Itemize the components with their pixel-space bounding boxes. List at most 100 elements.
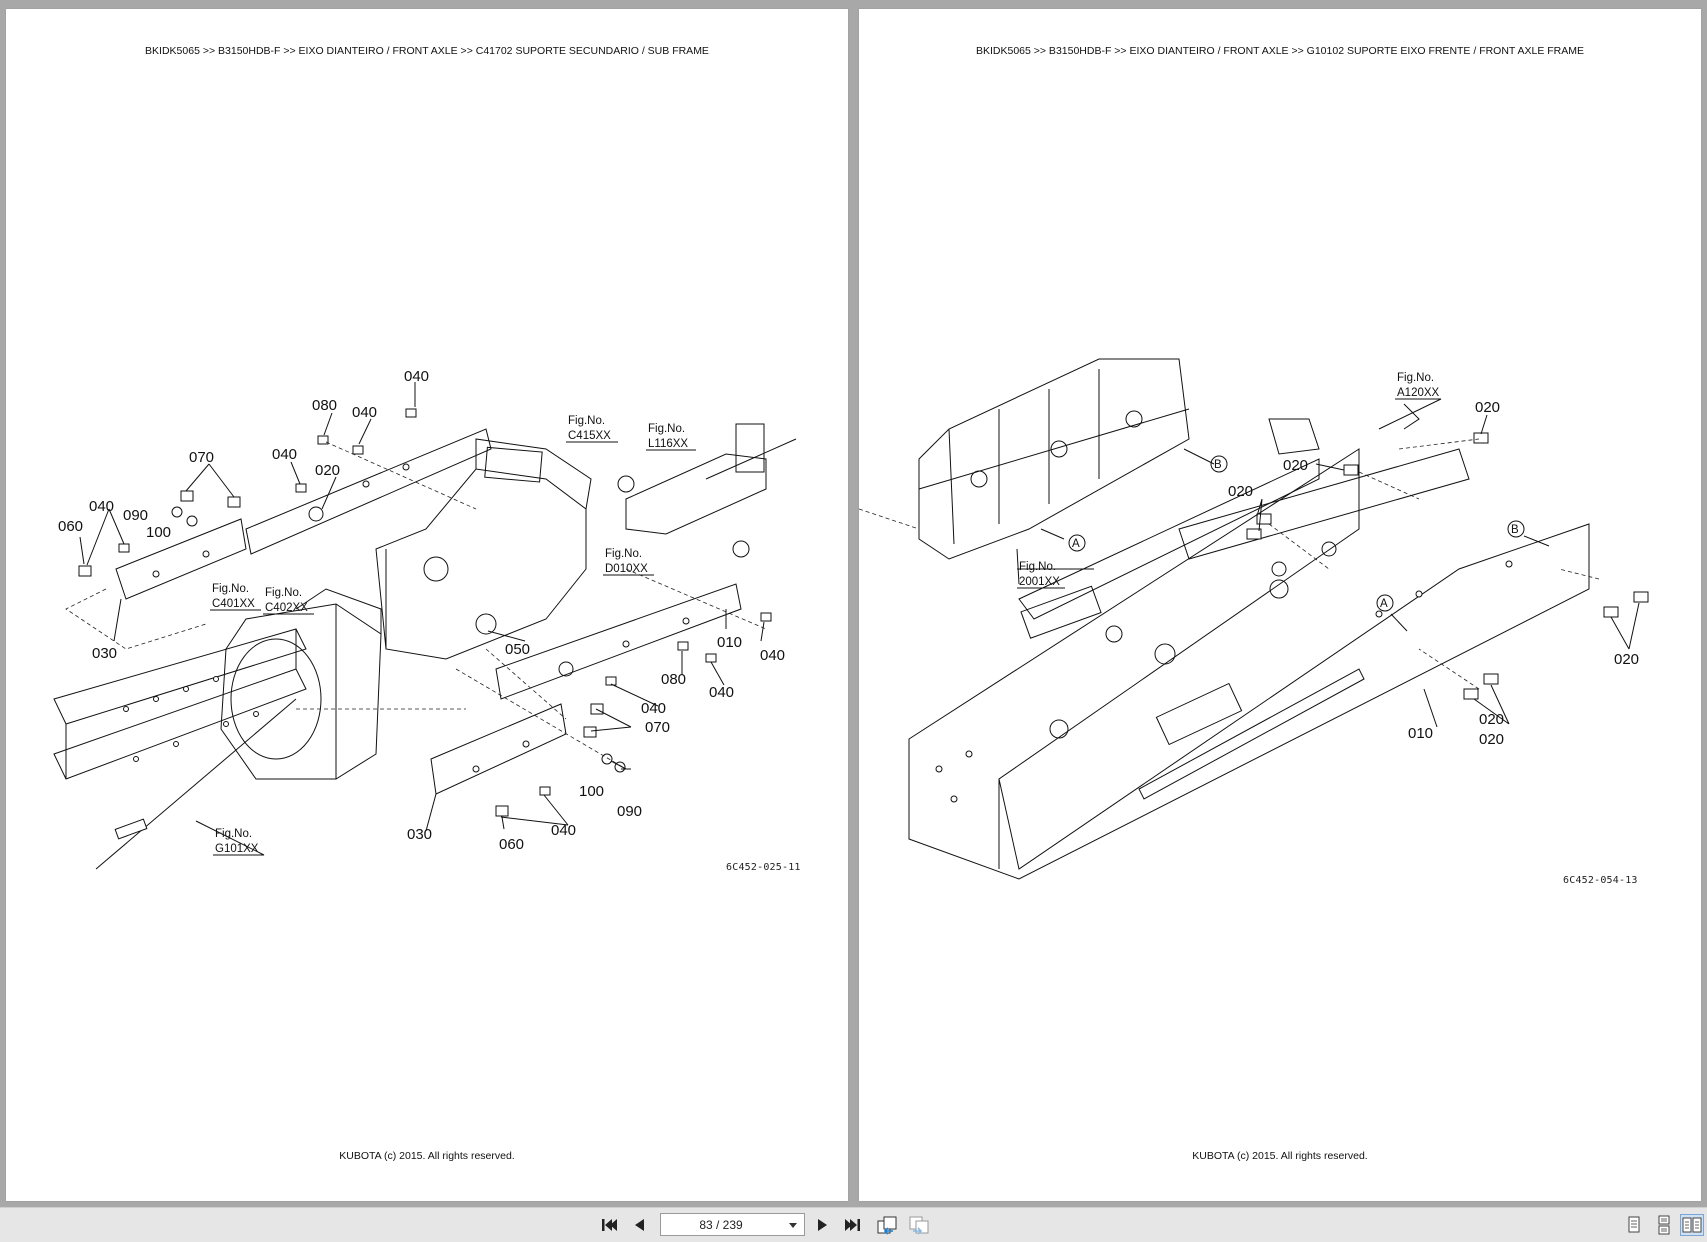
first-page-icon <box>602 1219 617 1231</box>
callout: 020 <box>1479 731 1504 748</box>
assembly-lines <box>1268 438 1600 690</box>
last-page-button[interactable] <box>841 1214 865 1236</box>
svg-text:Fig.No.: Fig.No. <box>568 415 605 427</box>
callout: 040 <box>89 498 114 515</box>
callout: 010 <box>1408 725 1433 742</box>
callout: 090 <box>123 507 148 524</box>
svg-text:L116XX: L116XX <box>648 438 688 450</box>
page-dropdown-button[interactable] <box>782 1214 804 1235</box>
svg-text:Fig.No.: Fig.No. <box>605 548 642 560</box>
svg-text:Fig.No.: Fig.No. <box>212 583 249 595</box>
document-page-right: BKIDK5065 >> B3150HDB-F >> EIXO DIANTEIR… <box>859 9 1701 1201</box>
marker: B <box>1511 524 1519 536</box>
callout: 020 <box>1228 483 1253 500</box>
leader-lines <box>79 382 765 832</box>
bolts <box>1246 432 1649 700</box>
callout: 020 <box>1475 399 1500 416</box>
first-page-button[interactable] <box>597 1214 621 1236</box>
marker: A <box>1380 598 1388 610</box>
next-page-icon <box>818 1219 827 1231</box>
left-bracket-upper <box>115 518 247 600</box>
svg-text:Fig.No.: Fig.No. <box>215 828 252 840</box>
facing-pages-view-icon <box>1682 1217 1702 1233</box>
callout: 070 <box>189 449 214 466</box>
go-forward-button[interactable] <box>907 1214 931 1236</box>
figure-code: 6C452-025-11 <box>726 862 801 873</box>
front-axle-bracket <box>617 423 797 558</box>
navigation-toolbar <box>0 1207 1707 1242</box>
assembly-lines <box>65 441 767 770</box>
page-header: BKIDK5065 >> B3150HDB-F >> EIXO DIANTEIR… <box>145 45 709 57</box>
callout: 040 <box>641 700 666 717</box>
callout: 020 <box>315 462 340 479</box>
page-header: BKIDK5065 >> B3150HDB-F >> EIXO DIANTEIR… <box>975 45 1585 57</box>
reference-markers: B A A B <box>1068 455 1525 612</box>
single-page-view-icon <box>1628 1216 1640 1233</box>
front-axle-frame-diagram: B A A B 020 020 020 020 020 010 020 Fig.… <box>859 358 1649 880</box>
svg-text:Fig.No.: Fig.No. <box>648 423 685 435</box>
svg-text:G101XX: G101XX <box>215 843 259 855</box>
previous-page-button[interactable] <box>628 1214 652 1236</box>
upper-rail <box>1178 418 1470 577</box>
page-number-selector[interactable] <box>660 1213 805 1236</box>
svg-text:C402XX: C402XX <box>265 602 308 614</box>
continuous-view-icon <box>1658 1215 1670 1235</box>
svg-text:Fig.No.: Fig.No. <box>265 587 302 599</box>
svg-text:A120XX: A120XX <box>1397 387 1440 399</box>
marker: A <box>1072 538 1080 550</box>
callout-labels: 020 020 020 020 020 010 020 <box>1228 399 1639 748</box>
callout: 050 <box>505 641 530 658</box>
callout: 020 <box>1283 457 1308 474</box>
next-page-button[interactable] <box>810 1214 834 1236</box>
figure-references: Fig.No. A120XX Fig.No. 2001XX <box>1017 372 1442 589</box>
callout: 040 <box>760 647 785 664</box>
continuous-view-button[interactable] <box>1652 1214 1676 1236</box>
page-footer: KUBOTA (c) 2015. All rights reserved. <box>339 1150 515 1162</box>
go-forward-icon <box>909 1216 929 1235</box>
chevron-down-icon <box>789 1222 797 1228</box>
go-back-button[interactable] <box>875 1214 899 1236</box>
page-number-input[interactable] <box>661 1214 781 1235</box>
side-frame <box>53 628 307 870</box>
callout: 070 <box>645 719 670 736</box>
callout: 080 <box>312 397 337 414</box>
sub-frame-exploded-diagram: 040 080 040 070 040 020 090 100 040 060 … <box>53 368 797 870</box>
callout: 040 <box>272 446 297 463</box>
callout: 060 <box>499 836 524 853</box>
svg-text:D010XX: D010XX <box>605 563 648 575</box>
callout: 020 <box>1614 651 1639 668</box>
figure-code: 6C452-054-13 <box>1563 875 1638 886</box>
callout: 090 <box>617 803 642 820</box>
figure-references: Fig.No. C415XX Fig.No. L116XX Fig.No. D0… <box>195 415 696 856</box>
previous-page-icon <box>635 1219 644 1231</box>
lower-rail <box>495 583 742 700</box>
right-bracket-lower <box>430 703 567 795</box>
svg-text:C415XX: C415XX <box>568 430 611 442</box>
leader-lines <box>1016 403 1640 728</box>
callout: 030 <box>92 645 117 662</box>
upper-rail <box>245 428 492 555</box>
svg-text:C401XX: C401XX <box>212 598 255 610</box>
svg-text:Fig.No.: Fig.No. <box>1397 372 1434 384</box>
transmission-housing <box>220 588 382 780</box>
callout: 040 <box>352 404 377 421</box>
callout: 040 <box>709 684 734 701</box>
callout: 020 <box>1479 711 1504 728</box>
callout: 010 <box>717 634 742 651</box>
marker: B <box>1214 459 1222 471</box>
single-page-view-button[interactable] <box>1622 1214 1646 1236</box>
page-footer: KUBOTA (c) 2015. All rights reserved. <box>1192 1150 1368 1162</box>
callout: 100 <box>146 524 171 541</box>
last-page-icon <box>845 1219 860 1231</box>
callout: 040 <box>551 822 576 839</box>
facing-pages-view-button[interactable] <box>1680 1214 1704 1236</box>
callout: 060 <box>58 518 83 535</box>
callout: 080 <box>661 671 686 688</box>
gearbox-block <box>375 438 592 660</box>
engine-block <box>859 358 1190 560</box>
document-page-left: BKIDK5065 >> B3150HDB-F >> EIXO DIANTEIR… <box>6 9 848 1201</box>
svg-text:Fig.No.: Fig.No. <box>1019 561 1056 573</box>
go-back-icon <box>877 1216 897 1235</box>
main-frame <box>908 448 1590 880</box>
callout: 030 <box>407 826 432 843</box>
